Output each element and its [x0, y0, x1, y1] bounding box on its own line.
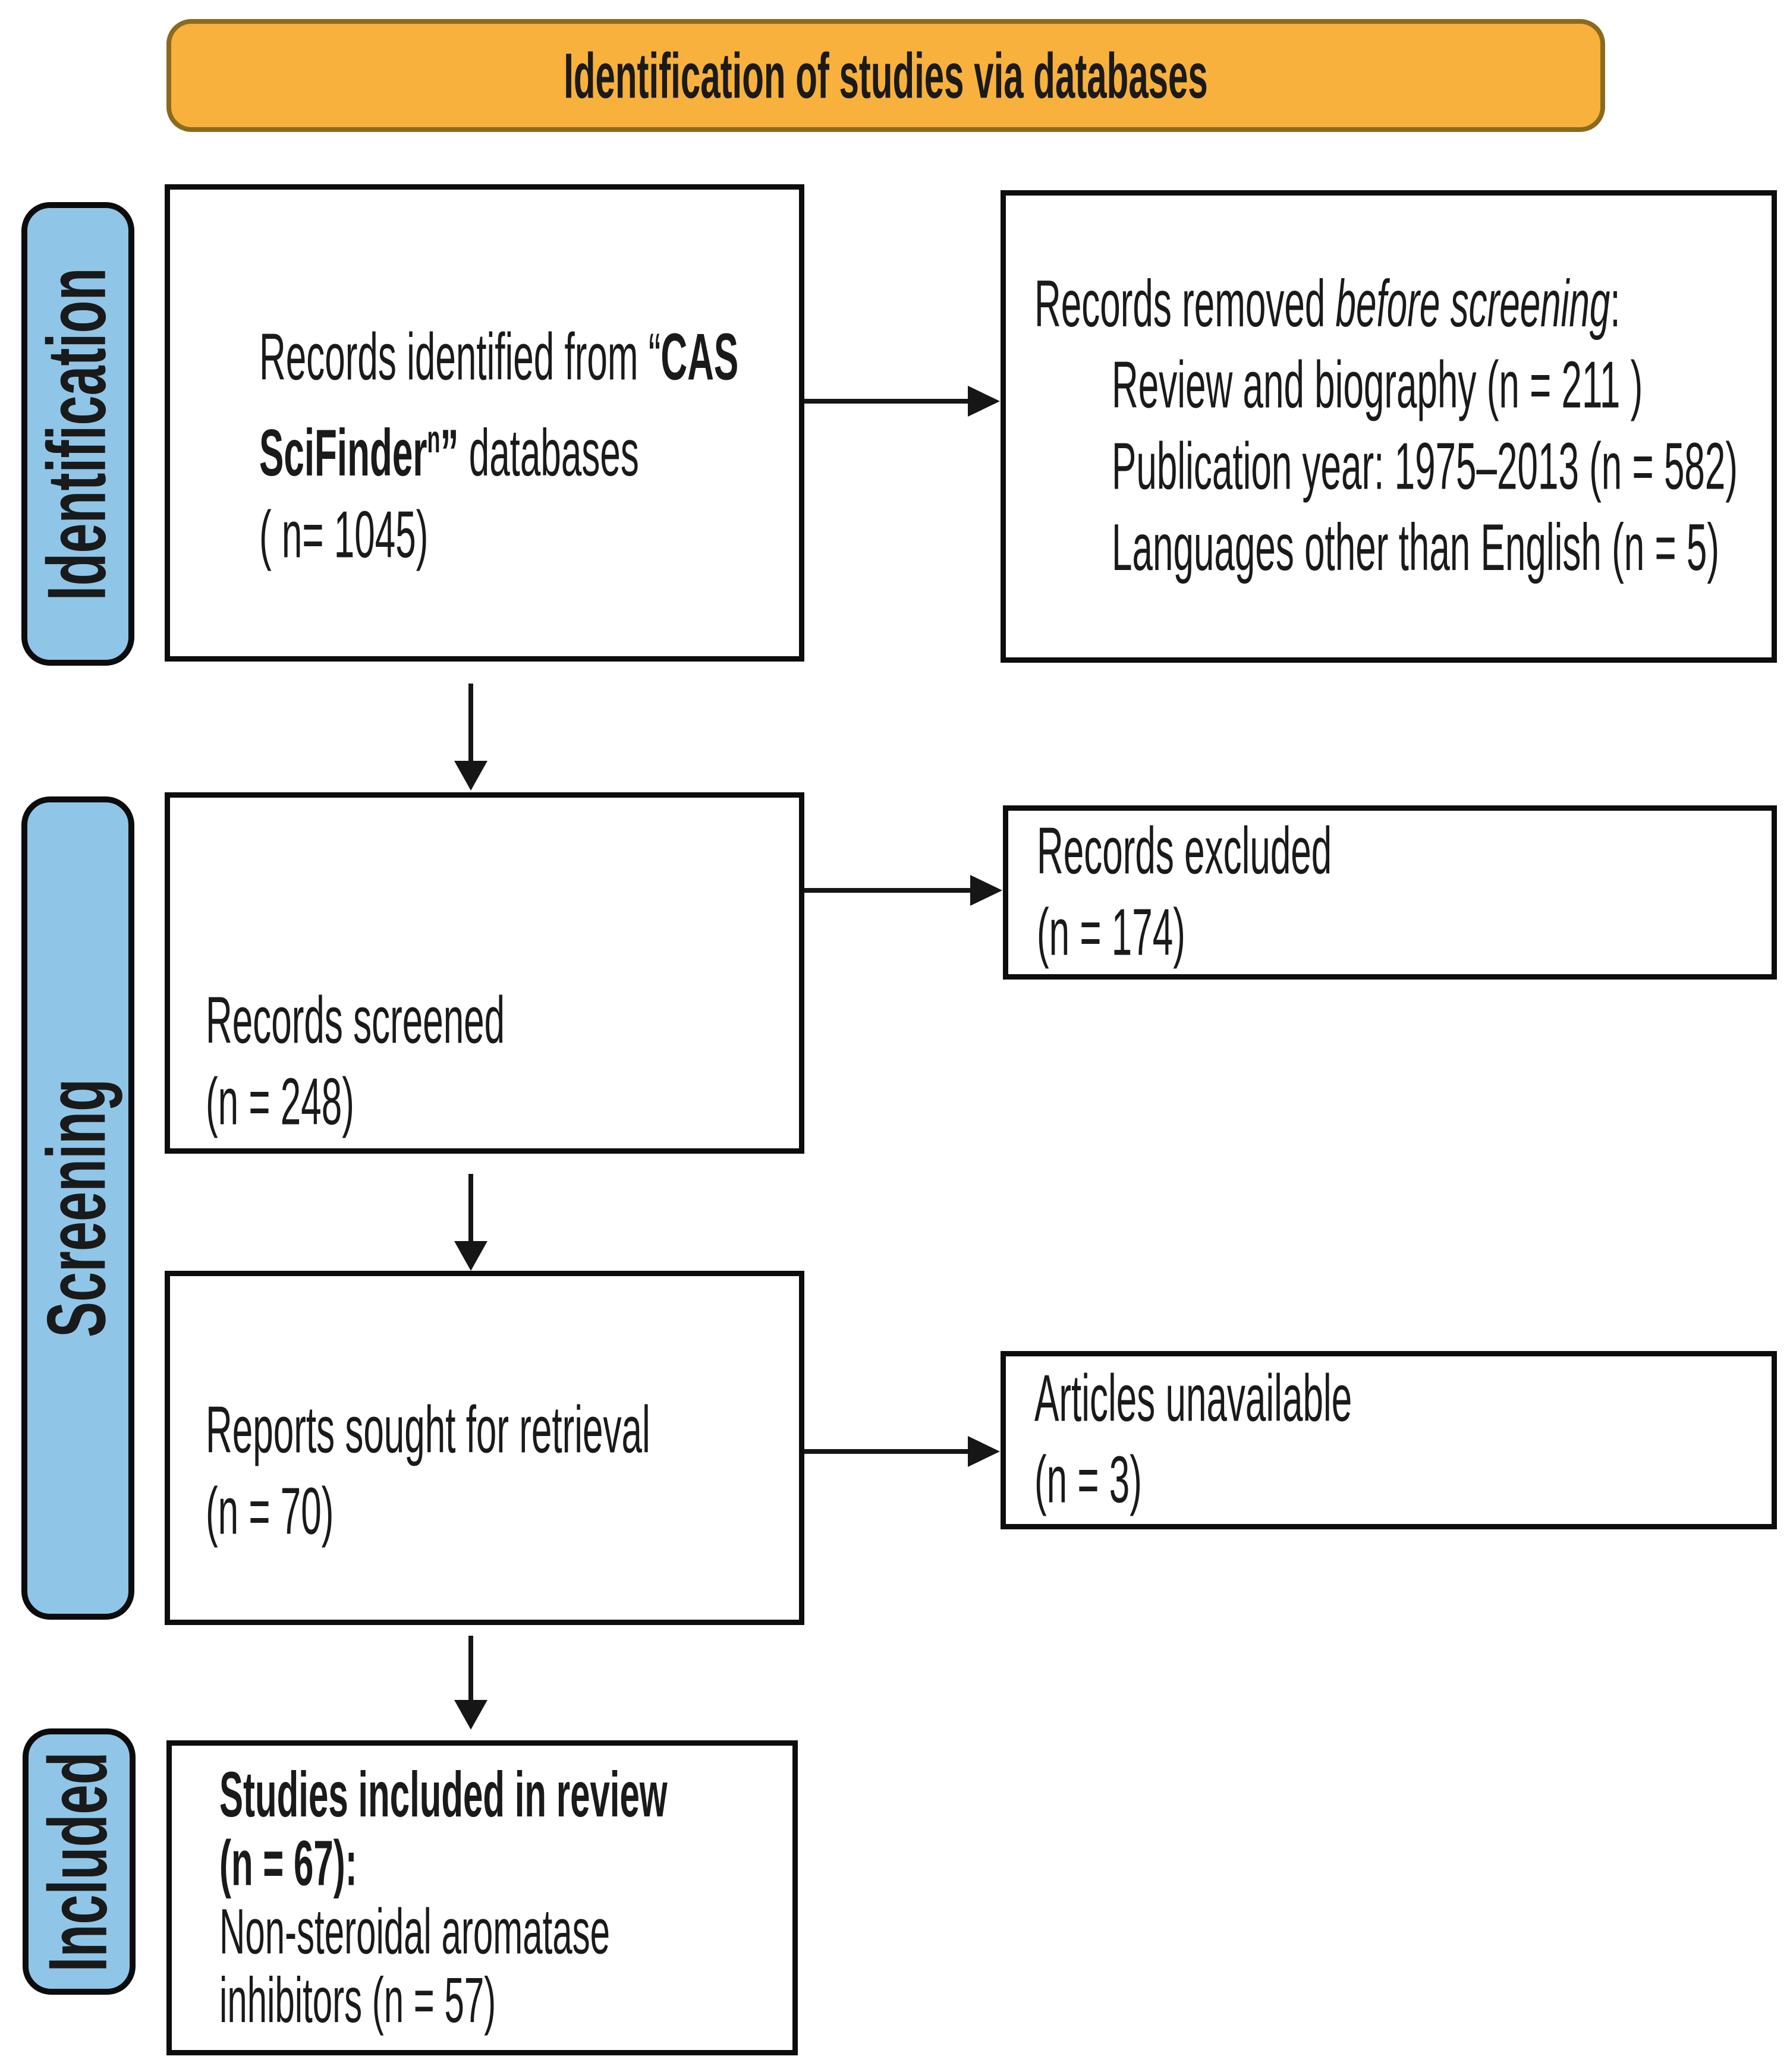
arrow-right-head	[968, 1436, 1000, 1467]
text-line: Studies included in review	[219, 1759, 668, 1831]
text-line: Publication year: 1975–2013 (n = 582)	[1112, 429, 1738, 504]
arrow-screened-to-excluded	[804, 875, 1002, 906]
box-records-excluded: Records excluded(n = 174)	[1003, 805, 1777, 980]
text-line: Languages other than English (n = 5)	[1112, 511, 1720, 585]
text-line: Records screened	[206, 984, 505, 1058]
arrow-shaft	[468, 684, 473, 762]
text-line: SciFindern” databases	[259, 416, 639, 490]
text-line: inhibitors (n = 57)	[219, 1964, 496, 2036]
arrow-shaft	[804, 1449, 969, 1454]
text-line: (n = 248)	[206, 1065, 354, 1139]
arrow-identified-to-removed	[804, 386, 1000, 417]
stage-label-screening: Screening	[21, 796, 134, 1620]
text-line: Review and biography (n = 211 )	[1112, 348, 1643, 423]
box-reports-sought-text: Reports sought for retrieval(n = 70)	[206, 1390, 799, 1553]
arrow-shaft	[468, 1636, 473, 1701]
box-records-excluded-text: Records excluded(n = 174)	[1037, 811, 1772, 974]
arrow-shaft	[468, 1174, 473, 1242]
arrow-down-head	[454, 1700, 487, 1730]
text-line: Records identified from “CAS	[259, 320, 739, 395]
box-articles-unavailable-text: Articles unavailable(n = 3)	[1034, 1359, 1772, 1522]
box-reports-sought: Reports sought for retrieval(n = 70)	[165, 1271, 804, 1625]
text-line: (n = 174)	[1037, 895, 1185, 970]
arrow-sought-to-unavailable	[804, 1436, 1000, 1467]
arrow-down-head	[454, 1241, 487, 1271]
banner-title: Identification of studies via databases	[564, 39, 1208, 112]
stage-label-identification: Identification	[21, 202, 134, 666]
stage-label-identification-text: Identification	[31, 267, 124, 600]
arrow-identified-to-screened	[454, 684, 487, 791]
banner: Identification of studies via databases	[166, 19, 1605, 132]
box-records-removed-text: Records removed before screening:Review …	[1034, 264, 1772, 589]
arrow-sought-to-included	[454, 1636, 487, 1730]
box-records-screened: Records screened(n = 248)	[165, 792, 804, 1154]
arrow-down-head	[454, 761, 487, 791]
stage-label-screening-text: Screening	[31, 1078, 124, 1338]
stage-label-included: Included	[23, 1728, 136, 1995]
box-studies-included: Studies included in review(n = 67):Non-s…	[166, 1740, 798, 2055]
arrow-right-head	[970, 875, 1002, 906]
text-line: ( n= 1045)	[259, 497, 429, 572]
box-records-identified: Records identified from “CAS SciFindern” …	[165, 184, 804, 662]
text-line: (n = 3)	[1034, 1443, 1142, 1517]
stage-label-included-text: Included	[32, 1751, 125, 1972]
text-line: Non-steroidal aromatase	[219, 1895, 610, 1967]
box-records-removed: Records removed before screening:Review …	[1001, 190, 1777, 663]
box-records-screened-text: Records screened(n = 248)	[206, 981, 799, 1144]
text-line: (n = 70)	[206, 1475, 334, 1549]
text-line: (n = 67):	[219, 1827, 357, 1899]
arrow-screened-to-sought	[454, 1174, 487, 1271]
box-studies-included-text: Studies included in review(n = 67):Non-s…	[219, 1761, 792, 2035]
arrow-shaft	[804, 888, 971, 893]
box-records-identified-text: Records identified from “CAS SciFindern” …	[259, 317, 781, 576]
text-line: Records removed before screening:	[1034, 267, 1621, 341]
box-articles-unavailable: Articles unavailable(n = 3)	[1001, 1351, 1777, 1529]
text-line: Records excluded	[1037, 814, 1332, 889]
text-line: Reports sought for retrieval	[206, 1393, 650, 1468]
arrow-right-head	[968, 386, 1000, 417]
text-line: Articles unavailable	[1034, 1362, 1352, 1436]
arrow-shaft	[804, 399, 969, 404]
